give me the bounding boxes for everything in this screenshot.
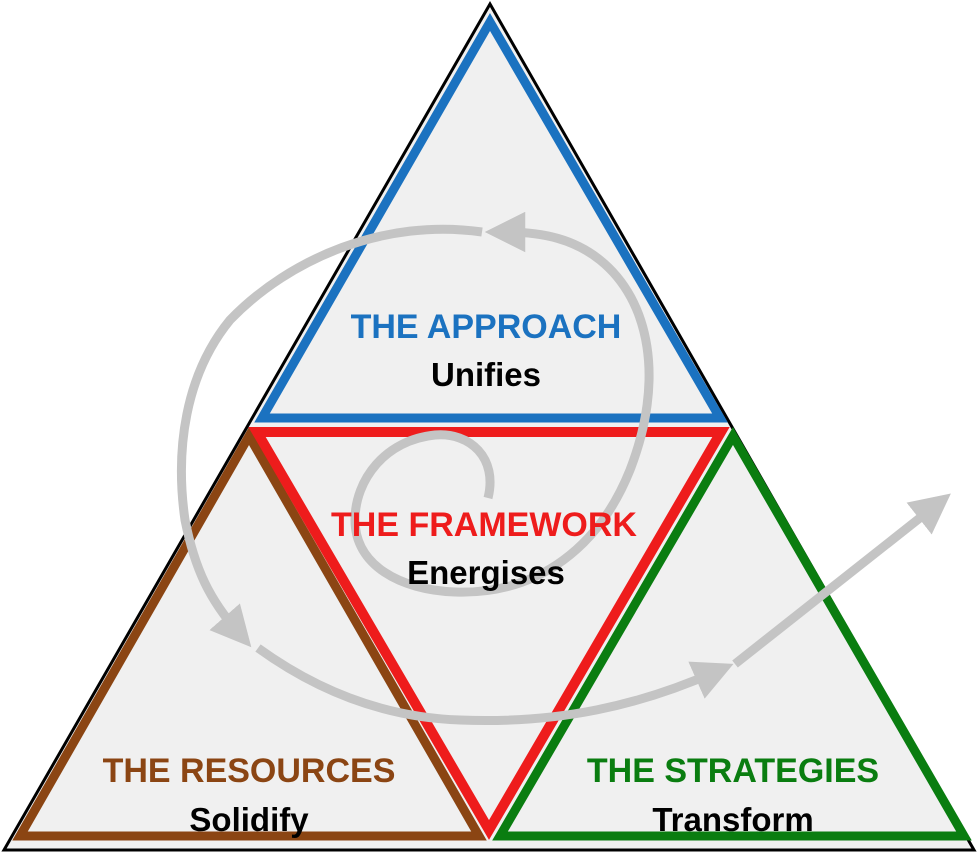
strategies-verb: Transform	[652, 801, 813, 838]
spiral-arrow-inner	[350, 211, 654, 597]
spiral-arrow-bottom	[255, 644, 734, 725]
approach-verb: Unifies	[431, 356, 541, 393]
framework-verb: Energises	[407, 554, 565, 591]
resources-verb: Solidify	[189, 801, 309, 838]
strategies-title: THE STRATEGIES	[587, 752, 879, 790]
resources-title: THE RESOURCES	[103, 752, 396, 790]
spiral-arrow-outer	[177, 224, 483, 648]
exit-arrow	[732, 493, 951, 668]
spiral-arrow	[177, 211, 734, 725]
strategies-triangle	[492, 427, 972, 841]
framework-title: THE FRAMEWORK	[331, 506, 637, 544]
approach-title: THE APPROACH	[351, 308, 622, 346]
framework-triangle	[248, 427, 730, 840]
